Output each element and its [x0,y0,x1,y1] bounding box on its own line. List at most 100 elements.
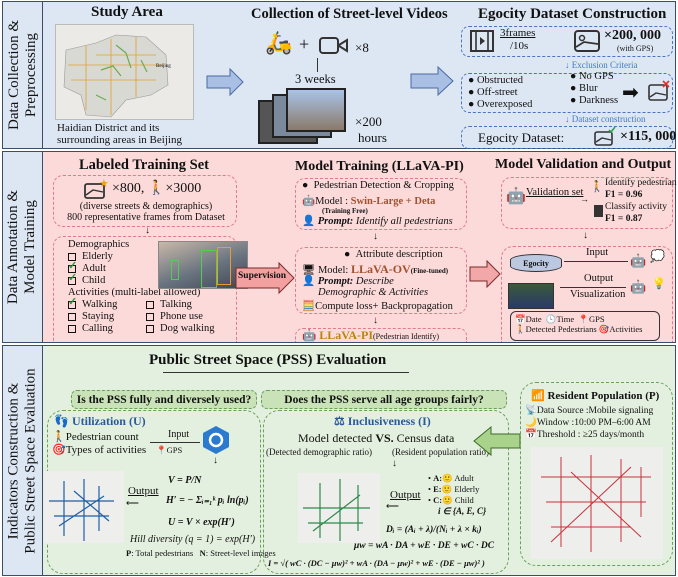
group-label: Child [454,495,474,505]
criterion: No GPS [578,71,614,82]
egocity-database-icon: Egocity [510,254,562,272]
resident-title-text: Resident Population (P) [547,390,660,402]
group-item: • E:🙂 Elderly [428,484,480,494]
field-pedestrians: Detected Pedestrians [525,324,597,334]
formula-u: U = V × exp(H′) [168,517,235,528]
dataset-label: Egocity Dataset: [478,130,565,145]
flow-arrow-icon [410,66,454,96]
demographic-item: Child [68,272,200,287]
inclusiveness-title-text: Inclusiveness (I) [347,414,431,428]
target-icon: 🎯 [52,444,66,456]
checkbox-walking[interactable] [68,296,77,309]
validation-title: Model Validation and Output [495,157,672,172]
note-b: (Resident population ratio) [392,447,489,457]
resident-map-graphic [541,455,651,552]
labeled-counts: ×800, 🚶×3000 [112,180,201,197]
dataset-count: ×115, 000 [620,129,677,144]
side-label-line: Indicators Construction & [5,382,22,539]
prompt1-text: Identify all pedestrians [355,216,453,227]
age-groups: • A:🙂 Adult • E:🙂 Elderly • C:🙂 Child i … [428,473,486,517]
criterion: Darkness [578,95,619,106]
down-arrow: ↓ [392,458,397,469]
pin-icon: 📍 [156,445,167,455]
db-label: Egocity [523,258,549,268]
input-arrow [564,261,628,262]
model-prefix: Model: [317,265,349,276]
model1-name: Swin-Large + Deta [350,196,436,207]
left-arrow: ⟵ [386,501,399,511]
legend: P: Total pedestrians N: Street-level ima… [126,548,276,558]
model-prefix: Model : [315,196,349,207]
utilization-box: 👣 Utilization (U) 🚶Pedestrian count🎯Type… [44,410,276,574]
checkbox-calling[interactable] [68,324,76,333]
activity-label: Talking [160,299,192,310]
robot-award-icon: 🤖 [506,188,526,205]
util-item: Types of activities [65,444,147,456]
flow-arrow-icon [469,260,501,288]
pin-icon: 📍 [578,314,589,324]
resident-item-text: Data Source :Mobile signaling [536,406,654,416]
formula-mu: μw = wA · DA + wE · DE + wC · DC [354,541,495,551]
output-label: Output [584,273,614,284]
side-label-line: Preprocessing [22,32,39,118]
supervision-arrow-icon [235,262,295,294]
demographic-label: Adult [82,263,106,274]
plus-sign: + [299,34,310,54]
group-label: Adult [454,473,474,483]
activity-item: Calling [68,323,146,335]
utilization-title: 👣 Utilization (U) [54,414,146,429]
camera-count: ×8 [355,40,369,55]
legend-n-text: : Street-level images [205,548,276,558]
model1-line: 🤖Model : Swin-Large + Deta [302,194,435,207]
group-key: E: [433,484,442,494]
activity-item: Phone use [146,311,236,323]
signal-icon: 📡 [525,406,537,416]
checkbox-dog-walking[interactable] [146,324,154,333]
compare-a: Model detected [298,431,373,445]
question-fairness: Does the PSS serve all age groups fairly… [261,390,507,409]
resident-item-text: Window :10:00 PM–6:00 AM [536,418,651,428]
group-set: i ∈ {A, E, C} [438,506,487,516]
side-label-line: Model Training [22,200,39,294]
checkbox-phone-use[interactable] [146,312,154,321]
final-model-box: 🤖 LLaVA-PI(Pedestrian Identify) [295,328,467,342]
checkbox-talking[interactable] [146,300,154,309]
detection-box: ● Pedestrian Detection & Cropping 🤖Model… [295,178,467,230]
training-title: Model Training (LLaVA-PI) [295,159,464,174]
collection-title: Collection of Street-level Videos [251,6,448,22]
map-label: Beijing [156,64,171,69]
criteria-left: ● Obstructed● Off-street● Overexposed [468,75,533,110]
walking-icon: 🚶 [147,181,166,196]
user-icon: 👤 [302,276,316,287]
dataset-box: Egocity Dataset: ×115, 000 [461,126,677,149]
formula-v: V = P/N [168,475,202,486]
target-icon: 🎯 [598,324,610,334]
calculator-icon: 🧮 [302,301,316,312]
frames-box: 3frames /10s ×200, 000 (with GPS) [461,26,673,57]
bar-chart-icon: 📶 [531,390,545,402]
duration-label: 3 weeks [295,72,336,86]
output-fields: 📅Date 🕓Time 📍GPS 🚶Detected Pedestrians 🎯… [510,311,660,341]
note-a: (Detected demographic ratio) [266,447,372,457]
step1: ● Pedestrian Detection & Cropping [302,180,454,191]
census-arrow-icon [473,426,521,456]
checkbox-child[interactable] [68,272,77,285]
field-date: Date [525,314,542,324]
output-label: Output [128,485,159,497]
input-label: Input [586,247,609,258]
arrow-right: → [580,194,589,204]
starred-image-icon: ★ [84,178,109,199]
study-area-map: Beijing [55,24,194,120]
utilization-items: 🚶Pedestrian count🎯Types of activities [52,431,146,457]
resident-box: 📶 Resident Population (P) 📡Data Source :… [520,382,673,566]
compute-text: Compute loss+ Backpropagation [315,301,453,312]
side-label-line: Data Collection & [5,20,22,130]
note: 800 representative frames from Dataset [67,212,225,223]
model1-note: (Training Free) [322,207,368,215]
exclusion-text: Exclusion Criteria [571,60,638,70]
checkbox-staying[interactable] [68,312,76,321]
question-usage: Is the PSS fully and diversely used? [71,390,257,409]
visualization-label: Visualization [570,289,626,300]
criterion: Off-street [476,87,518,98]
group-item: • C:🙂 Child [428,495,474,505]
